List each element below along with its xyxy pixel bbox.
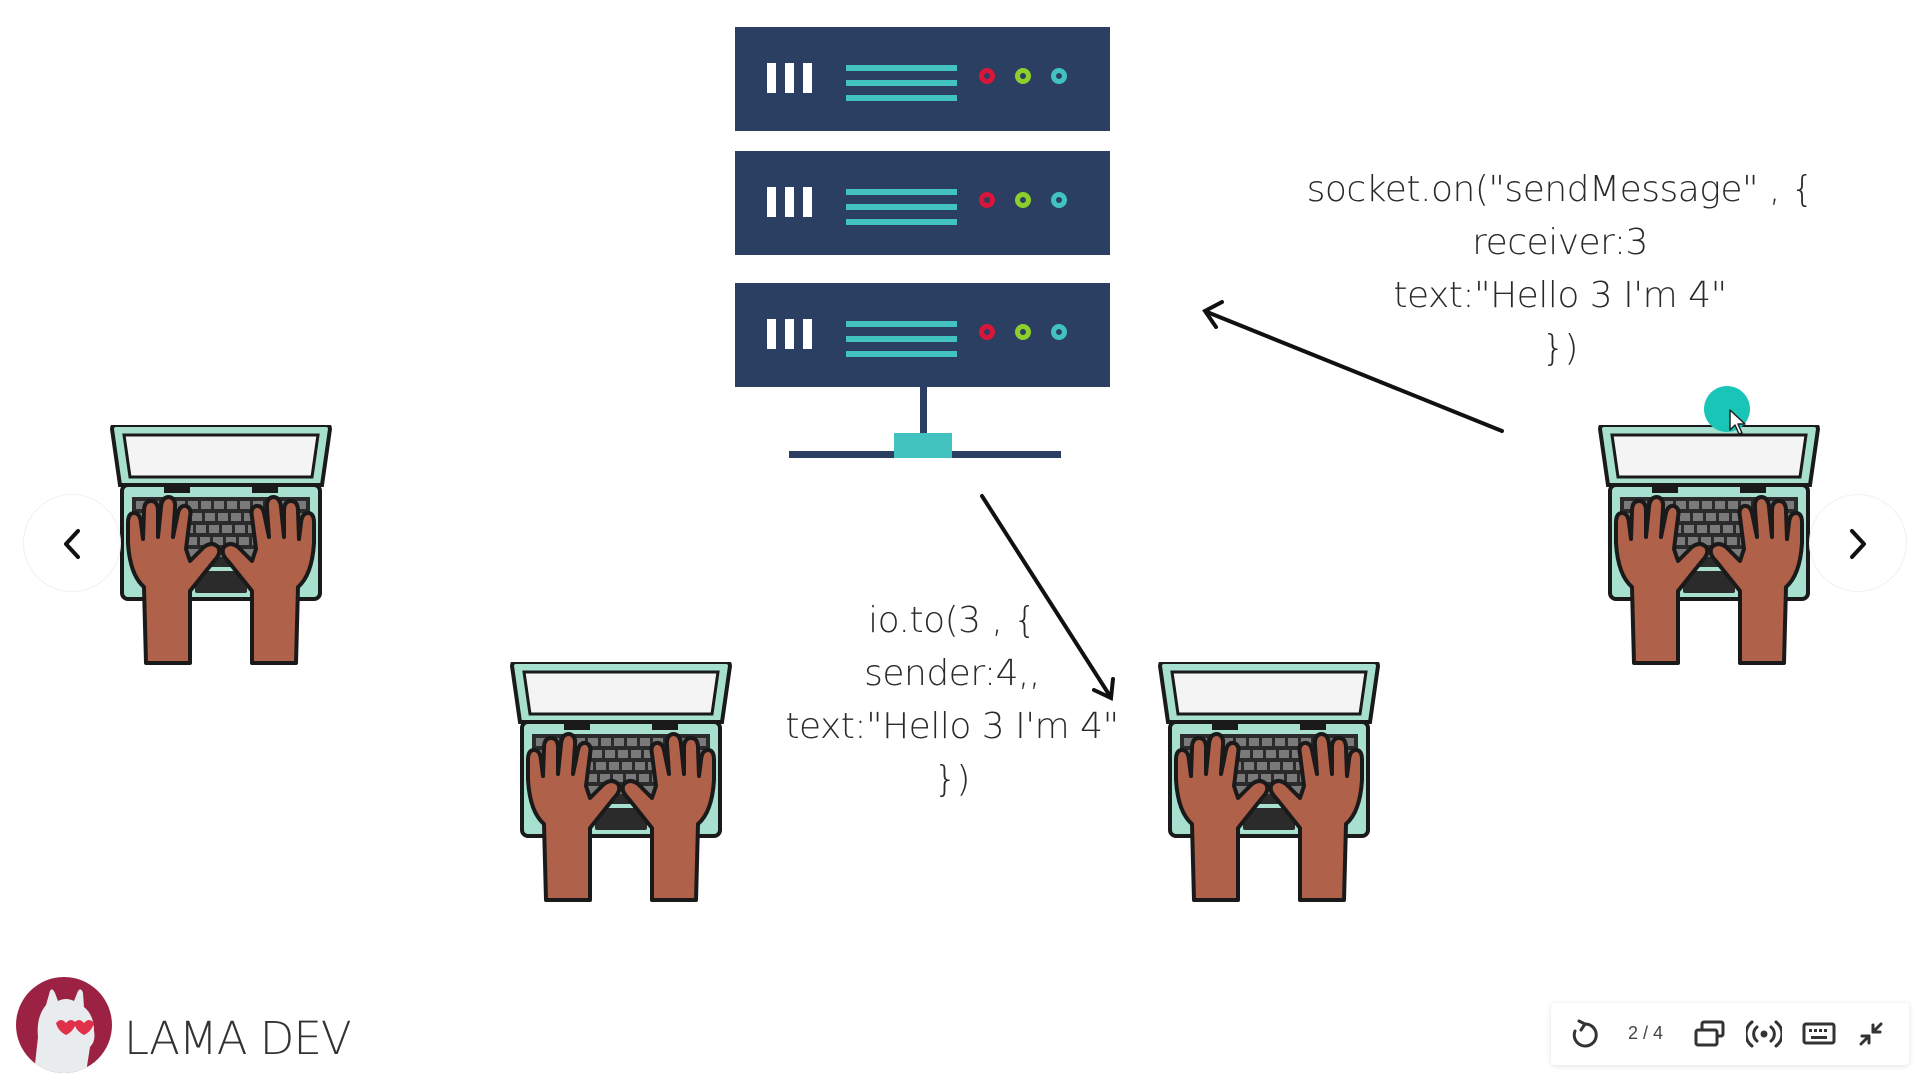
laptop-user-1 xyxy=(110,425,332,665)
code-io-to: io.to(3 , { sender:4,, text:"Hello 3 I'm… xyxy=(785,600,1119,800)
next-slide-button[interactable] xyxy=(1810,495,1906,591)
windows-icon[interactable] xyxy=(1693,1019,1727,1049)
arrow-to-receiver xyxy=(980,494,1115,702)
page-indicator: 2 / 4 xyxy=(1628,1023,1664,1043)
exit-fullscreen-icon[interactable] xyxy=(1856,1019,1886,1049)
code-send-message: socket.on("sendMessage" , { receiver:3 t… xyxy=(1306,169,1814,369)
laptop-user-2 xyxy=(510,662,732,902)
llama-logo-icon xyxy=(34,989,95,1073)
brand-logo xyxy=(16,977,112,1073)
prev-slide-button[interactable] xyxy=(24,495,120,591)
laptop-user-4 xyxy=(1598,425,1820,665)
keyboard-icon[interactable] xyxy=(1802,1019,1836,1047)
server-network-base xyxy=(789,385,1061,458)
mouse-cursor-icon xyxy=(1729,409,1746,435)
brand-name: LAMA DEV xyxy=(124,1012,352,1065)
broadcast-icon[interactable] xyxy=(1746,1019,1782,1049)
presentation-control-bar: 2 / 4 xyxy=(1551,1003,1909,1065)
laptop-user-3 xyxy=(1158,662,1380,902)
replay-icon[interactable] xyxy=(1569,1019,1601,1051)
chevron-right-icon xyxy=(1850,529,1866,559)
server-unit xyxy=(735,27,1110,131)
server-unit xyxy=(735,151,1110,255)
chevron-left-icon xyxy=(64,529,80,559)
arrow-to-server xyxy=(1202,300,1504,433)
server-unit xyxy=(735,283,1110,387)
